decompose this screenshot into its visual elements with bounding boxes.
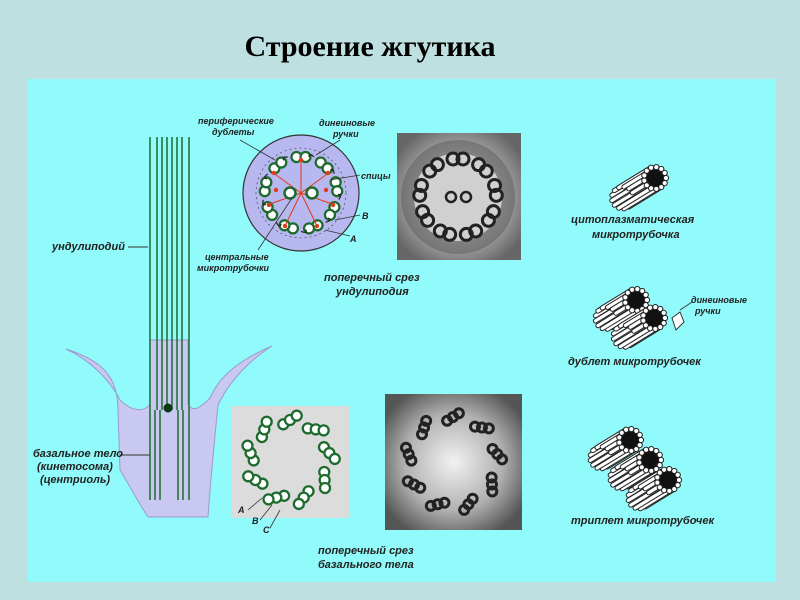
- basal-plate-dot: [163, 403, 173, 413]
- label-mark-a: А: [350, 234, 357, 244]
- label-central-tubules: микротрубочки: [197, 263, 270, 273]
- undulipodium-shaft: [149, 137, 190, 410]
- label-triplet-b: B: [252, 516, 259, 526]
- axoneme-cross-section: [239, 134, 361, 252]
- cytoplasmic-microtubule-drawing: [609, 163, 670, 212]
- em-undulipodium-photo: [397, 133, 521, 260]
- cell-membrane: [65, 339, 273, 518]
- label-triplet-c: C: [263, 525, 270, 535]
- label-cytoplasmic: цитоплазматическая: [571, 214, 695, 226]
- label-mark-b: В: [362, 211, 369, 221]
- label-dynein-arms: ручки: [333, 129, 359, 139]
- microtubule-doublet-drawing: [592, 285, 693, 350]
- basal-body-triplet-schematic: [231, 406, 349, 529]
- label-cytoplasmic-2: микротрубочка: [592, 229, 680, 241]
- label-dynein-right-2: ручки: [695, 306, 721, 316]
- label-dynein-right: динеиновые: [691, 295, 748, 305]
- label-xsec-basal-2: базального тела: [318, 559, 414, 571]
- label-undulipodium: ундулиподий: [52, 241, 125, 253]
- label-kinetosome: (кинетосома): [37, 461, 113, 473]
- label-doublets: дублеты: [212, 127, 255, 137]
- label-xsec-undulipodium: поперечный срез: [324, 272, 420, 284]
- label-dynein: динеиновые: [319, 118, 376, 128]
- label-doublet: дублет микротрубочек: [568, 356, 701, 368]
- microtubule-triplet-drawing: [587, 425, 683, 512]
- page-title: Строение жгутика: [244, 30, 496, 63]
- label-basal-body: базальное тело: [33, 448, 124, 460]
- label-central: центральные: [205, 252, 269, 262]
- label-triplet-a: A: [238, 505, 245, 515]
- label-centriole: (центриоль): [40, 474, 111, 486]
- label-triplet: триплет микротрубочек: [571, 515, 715, 527]
- label-xsec-basal: поперечный срез: [318, 545, 414, 557]
- label-spokes: спицы: [361, 171, 391, 181]
- label-xsec-undulipodium-2: ундулиподия: [336, 286, 409, 298]
- em-basal-body-photo: [385, 394, 522, 530]
- label-peripheral: периферические: [198, 116, 274, 126]
